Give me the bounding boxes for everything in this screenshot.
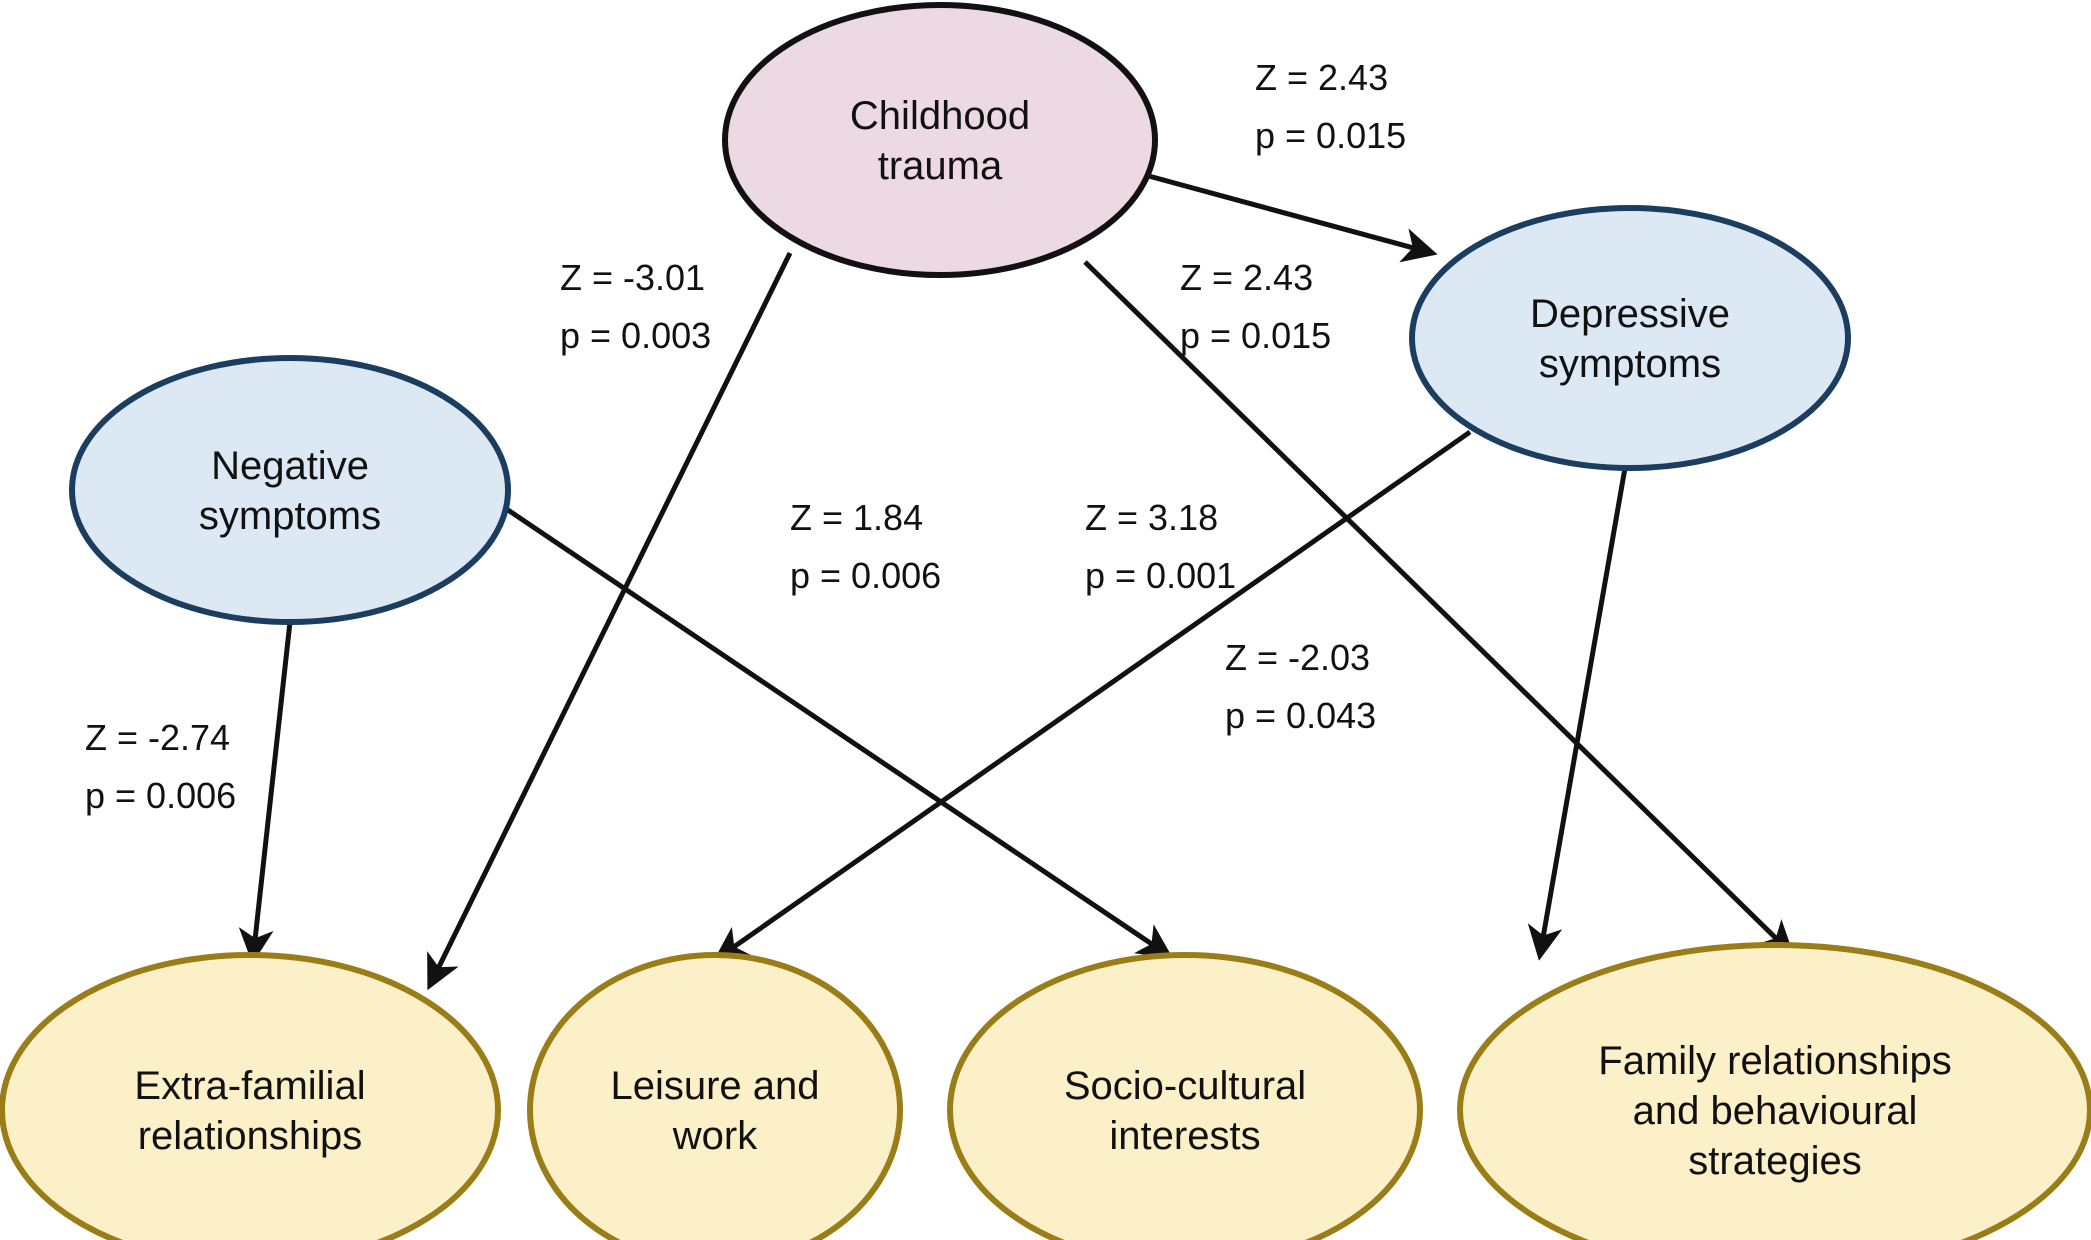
node-label-socio-cultural-interests: Socio-cultural — [1064, 1064, 1306, 1108]
edge-p-value: p = 0.015 — [1180, 315, 1331, 356]
node-ellipse-childhood-trauma[interactable] — [722, 2, 1158, 278]
edge-label-depressive-to-family-relationships: Z = -2.03 p = 0.043 — [1225, 637, 1376, 736]
edge-label-trauma-to-depressive: Z = 2.43 p = 0.015 — [1255, 57, 1406, 156]
edge-z-value: Z = -2.74 — [85, 717, 230, 758]
node-label-extra-familial-relationships: Extra-familial — [134, 1064, 365, 1108]
node-ellipse-extra-familial-relationships[interactable] — [0, 952, 501, 1240]
node-depressive-symptoms[interactable]: Depressive symptoms — [1409, 205, 1851, 471]
node-label-leisure-and-work: Leisure and — [610, 1064, 819, 1108]
node-negative-symptoms[interactable]: Negative symptoms — [69, 355, 511, 625]
node-label-family-relationships: strategies — [1688, 1139, 1861, 1183]
edge-trauma-to-depressive — [1144, 172, 1438, 263]
edge-label-depressive-to-leisure: Z = 3.18 p = 0.001 — [1085, 497, 1236, 596]
edge-trauma-to-extra-familial — [427, 251, 793, 991]
edge-z-value: Z = -3.01 — [560, 257, 705, 298]
edge-labels-layer: Z = 2.43 p = 0.015 Z = -3.01 p = 0.003 Z = 2… — [85, 57, 1406, 816]
node-label-negative-symptoms: symptoms — [199, 494, 381, 538]
edge-label-trauma-to-family-relationships: Z = 2.43 p = 0.015 — [1180, 257, 1331, 356]
node-ellipse-family-relationships[interactable] — [1457, 942, 2091, 1240]
edge-p-value: p = 0.006 — [790, 555, 941, 596]
edge-label-negative-to-extra-familial: Z = -2.74 p = 0.006 — [85, 717, 236, 816]
node-ellipse-socio-cultural-interests[interactable] — [947, 952, 1423, 1240]
node-family-relationships[interactable]: Family relationships and behavioural strat… — [1457, 942, 2091, 1240]
node-label-negative-symptoms: Negative — [211, 444, 369, 488]
edge-negative-to-socio-cultural — [503, 505, 1173, 959]
edges-layer — [238, 172, 1795, 991]
edge-z-value: Z = 1.84 — [790, 497, 923, 538]
edge-depressive-to-leisure — [713, 429, 1472, 962]
node-label-family-relationships: Family relationships — [1598, 1039, 1951, 1083]
node-ellipse-leisure-and-work[interactable] — [527, 952, 903, 1240]
edge-negative-to-extra-familial — [238, 621, 293, 964]
node-socio-cultural-interests[interactable]: Socio-cultural interests — [947, 952, 1423, 1240]
edge-p-value: p = 0.043 — [1225, 695, 1376, 736]
node-label-childhood-trauma: Childhood — [850, 94, 1030, 138]
node-label-depressive-symptoms: Depressive — [1530, 292, 1730, 336]
edge-z-value: Z = 2.43 — [1255, 57, 1388, 98]
edge-label-negative-to-socio-cultural: Z = 1.84 p = 0.006 — [790, 497, 941, 596]
edge-p-value: p = 0.006 — [85, 775, 236, 816]
node-extra-familial-relationships[interactable]: Extra-familial relationships — [0, 952, 501, 1240]
node-label-family-relationships: and behavioural — [1633, 1089, 1918, 1133]
edge-trauma-to-family-relationships — [1083, 260, 1795, 957]
node-label-depressive-symptoms: symptoms — [1539, 342, 1721, 386]
edge-p-value: p = 0.003 — [560, 315, 711, 356]
node-label-leisure-and-work: work — [672, 1114, 758, 1158]
edge-p-value: p = 0.001 — [1085, 555, 1236, 596]
node-label-extra-familial-relationships: relationships — [138, 1114, 363, 1158]
edge-p-value: p = 0.015 — [1255, 115, 1406, 156]
node-leisure-and-work[interactable]: Leisure and work — [527, 952, 903, 1240]
node-ellipse-negative-symptoms[interactable] — [69, 355, 511, 625]
edge-z-value: Z = 2.43 — [1180, 257, 1313, 298]
node-childhood-trauma[interactable]: Childhood trauma — [722, 2, 1158, 278]
node-label-socio-cultural-interests: interests — [1109, 1114, 1260, 1158]
edge-depressive-to-family-relationships — [1527, 467, 1628, 961]
node-ellipse-depressive-symptoms[interactable] — [1409, 205, 1851, 471]
edge-z-value: Z = -2.03 — [1225, 637, 1370, 678]
node-label-childhood-trauma: trauma — [878, 144, 1003, 188]
edge-z-value: Z = 3.18 — [1085, 497, 1218, 538]
edge-label-trauma-to-extra-familial: Z = -3.01 p = 0.003 — [560, 257, 711, 356]
